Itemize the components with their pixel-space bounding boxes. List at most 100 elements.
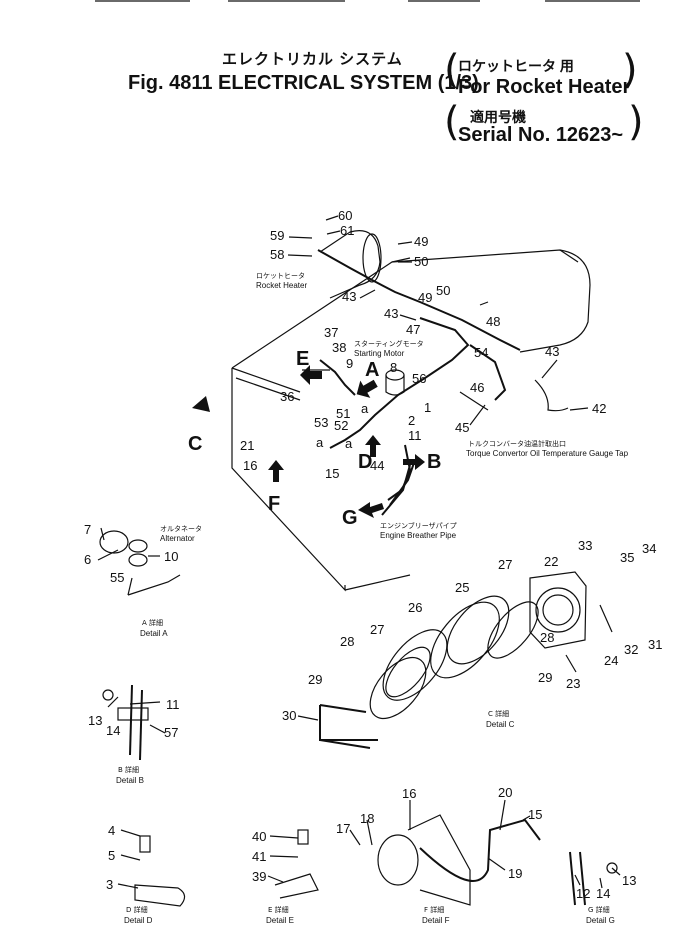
part-number-43: 43 (384, 306, 398, 321)
detail-b-caption-jp: B 詳細 (118, 765, 139, 774)
part-number-32: 32 (624, 642, 638, 657)
part-number-14: 14 (106, 723, 120, 738)
part-number-49: 49 (418, 290, 432, 305)
part-number-16: 16 (243, 458, 257, 473)
alternator-caption-jp: オルタネータ (160, 524, 202, 533)
part-number-21: 21 (240, 438, 254, 453)
detail-c-parts (319, 571, 613, 749)
part-number-11: 11 (408, 428, 422, 443)
part-number-56: 56 (412, 371, 426, 386)
part-number-22: 22 (544, 554, 558, 569)
part-number-10: 10 (164, 549, 178, 564)
part-number-13: 13 (88, 713, 102, 728)
paren-close: ) (622, 47, 638, 93)
part-number-19: 19 (508, 866, 522, 881)
arrow-g (358, 502, 384, 518)
part-number-28: 28 (540, 630, 554, 645)
view-letter-a-small: a (361, 401, 369, 416)
starter-motor (385, 369, 405, 396)
view-letter-g: G (342, 507, 358, 529)
part-number-12: 12 (576, 886, 590, 901)
part-number-44: 44 (370, 458, 384, 473)
view-letter-a: A (365, 359, 379, 381)
part-number-18: 18 (360, 811, 374, 826)
part-number-13: 13 (622, 873, 636, 888)
variant-japanese: ロケットヒータ 用 (458, 58, 574, 74)
starting-motor-caption: Starting Motor (354, 349, 405, 358)
view-letter-b: B (427, 451, 441, 473)
part-number-57: 57 (164, 725, 178, 740)
part-number-29: 29 (308, 672, 322, 687)
rocket-heater-cylinder (319, 230, 382, 299)
view-letter-c: C (188, 433, 202, 455)
part-number-4: 4 (108, 823, 115, 838)
part-number-31: 31 (648, 637, 662, 652)
part-number-42: 42 (592, 401, 606, 416)
detail-d-parts (134, 835, 186, 907)
harness-thin (459, 301, 569, 412)
part-number-41: 41 (252, 849, 266, 864)
leader-lines (97, 215, 621, 889)
detail-g-parts (569, 851, 618, 906)
part-number-27: 27 (498, 557, 512, 572)
part-number-1: 1 (424, 400, 431, 415)
part-number-15: 15 (528, 807, 542, 822)
part-number-54: 54 (474, 345, 488, 360)
part-number-50: 50 (436, 283, 450, 298)
paren-open-2: ( (444, 99, 460, 145)
detail-b-parts (102, 684, 149, 761)
figure-title: Fig. 4811 ELECTRICAL SYSTEM (1/3) (128, 72, 479, 94)
part-number-50: 50 (414, 254, 428, 269)
breather-caption: Engine Breather Pipe (380, 531, 457, 540)
view-letter-a-small: a (345, 436, 353, 451)
part-number-53: 53 (314, 415, 328, 430)
part-number-28: 28 (340, 634, 354, 649)
arrow-f (268, 460, 284, 482)
detail-f-caption: Detail F (422, 916, 450, 925)
part-number-23: 23 (566, 676, 580, 691)
breather-pipe (381, 459, 416, 516)
part-number-38: 38 (332, 340, 346, 355)
view-arrows (192, 365, 425, 518)
part-number-47: 47 (406, 322, 420, 337)
part-number-15: 15 (325, 466, 339, 481)
part-number-34: 34 (642, 541, 656, 556)
arrow-d (365, 435, 381, 457)
part-number-3: 3 (106, 877, 113, 892)
detail-d-caption-jp: D 詳細 (126, 905, 148, 914)
part-number-5: 5 (108, 848, 115, 863)
view-letter-d: D (358, 451, 372, 473)
part-number-27: 27 (370, 622, 384, 637)
part-number-29: 29 (538, 670, 552, 685)
part-number-52: 52 (334, 418, 348, 433)
part-number-45: 45 (455, 420, 469, 435)
part-number-8: 8 (390, 360, 397, 375)
part-number-59: 59 (270, 228, 284, 243)
part-number-43: 43 (342, 289, 356, 304)
part-number-55: 55 (110, 570, 124, 585)
rocket-heater-caption: Rocket Heater (256, 281, 307, 290)
part-number-7: 7 (84, 522, 91, 537)
detail-a-parts (99, 530, 181, 596)
part-number-20: 20 (498, 785, 512, 800)
part-number-25: 25 (455, 580, 469, 595)
detail-g-caption: Detail G (586, 916, 615, 925)
part-number-2: 2 (408, 413, 415, 428)
part-number-49: 49 (414, 234, 428, 249)
arrow-a (356, 379, 378, 398)
detail-c-caption: Detail C (486, 720, 515, 729)
part-number-60: 60 (338, 208, 352, 223)
part-number-6: 6 (84, 552, 91, 567)
variant-english: For Rocket Heater (458, 76, 631, 98)
part-number-17: 17 (336, 821, 350, 836)
torque-caption-jp: トルクコンバータ油温計取出口 (468, 439, 566, 448)
detail-e-caption: Detail E (266, 916, 294, 925)
part-number-9: 9 (346, 356, 353, 371)
paren-close-2: ) (628, 99, 644, 145)
part-number-14: 14 (596, 886, 610, 901)
part-number-46: 46 (470, 380, 484, 395)
detail-a-caption: Detail A (140, 629, 168, 638)
arrow-c (192, 396, 210, 412)
